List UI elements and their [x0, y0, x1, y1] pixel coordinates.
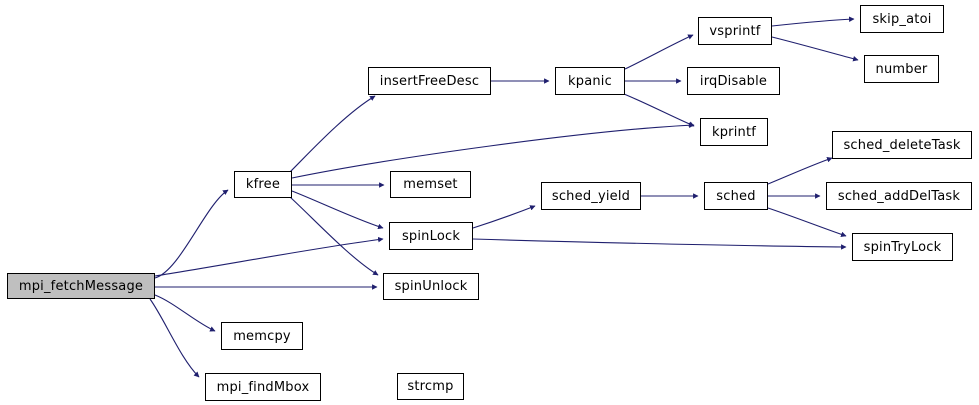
edge-sched-to-spinTryLock	[767, 207, 847, 237]
node-label-sched: sched	[716, 188, 756, 204]
node-sched_addDelTask[interactable]: sched_addDelTask	[826, 182, 972, 210]
edge-mpi_fetchMessage-to-spinLock	[154, 236, 384, 277]
node-sched_yield[interactable]: sched_yield	[541, 182, 641, 210]
edge-mpi_fetchMessage-to-mpi_findMbox	[149, 298, 200, 378]
edge-vsprintf-to-number	[771, 36, 859, 62]
node-label-kpanic: kpanic	[568, 73, 612, 89]
node-irqDisable[interactable]: irqDisable	[687, 67, 780, 95]
edge-kfree-to-spinUnlock	[289, 196, 379, 276]
edge-kfree-to-kprintf	[291, 122, 695, 179]
node-memset[interactable]: memset	[390, 171, 471, 198]
node-kpanic[interactable]: kpanic	[555, 67, 625, 95]
edge-kpanic-to-vsprintf	[624, 34, 694, 70]
node-label-spinTryLock: spinTryLock	[863, 239, 942, 255]
node-label-strcmp: strcmp	[407, 379, 454, 394]
edge-sched-to-sched_deleteTask	[767, 157, 833, 185]
edge-spinLock-to-sched_yield	[472, 205, 536, 229]
node-label-sched_deleteTask: sched_deleteTask	[843, 137, 961, 153]
node-spinLock[interactable]: spinLock	[389, 222, 473, 250]
node-label-spinLock: spinLock	[401, 228, 461, 244]
node-sched_deleteTask[interactable]: sched_deleteTask	[832, 131, 972, 159]
node-kfree[interactable]: kfree	[234, 171, 292, 198]
node-spinUnlock[interactable]: spinUnlock	[383, 273, 479, 300]
node-label-mpi_findMbox: mpi_findMbox	[216, 379, 310, 395]
node-sched[interactable]: sched	[704, 182, 768, 210]
node-mpi_findMbox[interactable]: mpi_findMbox	[205, 373, 321, 401]
node-label-memcpy: memcpy	[233, 328, 291, 344]
edge-spinLock-to-spinTryLock	[472, 238, 847, 250]
node-label-number: number	[875, 61, 928, 77]
node-insertFreeDesc[interactable]: insertFreeDesc	[368, 67, 491, 95]
node-vsprintf[interactable]: vsprintf	[698, 17, 772, 45]
node-label-insertFreeDesc: insertFreeDesc	[379, 73, 480, 89]
node-kprintf[interactable]: kprintf	[700, 118, 768, 146]
edge-mpi_fetchMessage-to-memcpy	[154, 294, 216, 332]
node-label-sched_yield: sched_yield	[551, 188, 631, 204]
node-label-sched_addDelTask: sched_addDelTask	[837, 188, 961, 204]
node-label-kprintf: kprintf	[711, 124, 757, 140]
node-mpi_fetchMessage[interactable]: mpi_fetchMessage	[7, 273, 155, 299]
edge-mpi_fetchMessage-to-kfree	[154, 189, 229, 279]
edge-kfree-to-insertFreeDesc	[289, 95, 376, 173]
edge-kpanic-to-kprintf	[623, 93, 695, 127]
node-label-kfree: kfree	[245, 177, 281, 192]
node-label-mpi_fetchMessage: mpi_fetchMessage	[18, 278, 144, 294]
node-label-memset: memset	[403, 177, 458, 192]
node-skip_atoi[interactable]: skip_atoi	[860, 5, 944, 33]
node-strcmp[interactable]: strcmp	[397, 373, 464, 400]
edge-vsprintf-to-skip_atoi	[771, 16, 855, 27]
edge-kfree-to-spinLock	[291, 190, 384, 230]
node-memcpy[interactable]: memcpy	[221, 322, 303, 350]
node-spinTryLock[interactable]: spinTryLock	[852, 233, 953, 261]
node-label-vsprintf: vsprintf	[709, 23, 761, 39]
node-label-irqDisable: irqDisable	[699, 73, 768, 89]
node-label-skip_atoi: skip_atoi	[872, 11, 932, 27]
node-number[interactable]: number	[864, 55, 939, 83]
node-label-spinUnlock: spinUnlock	[394, 279, 468, 294]
